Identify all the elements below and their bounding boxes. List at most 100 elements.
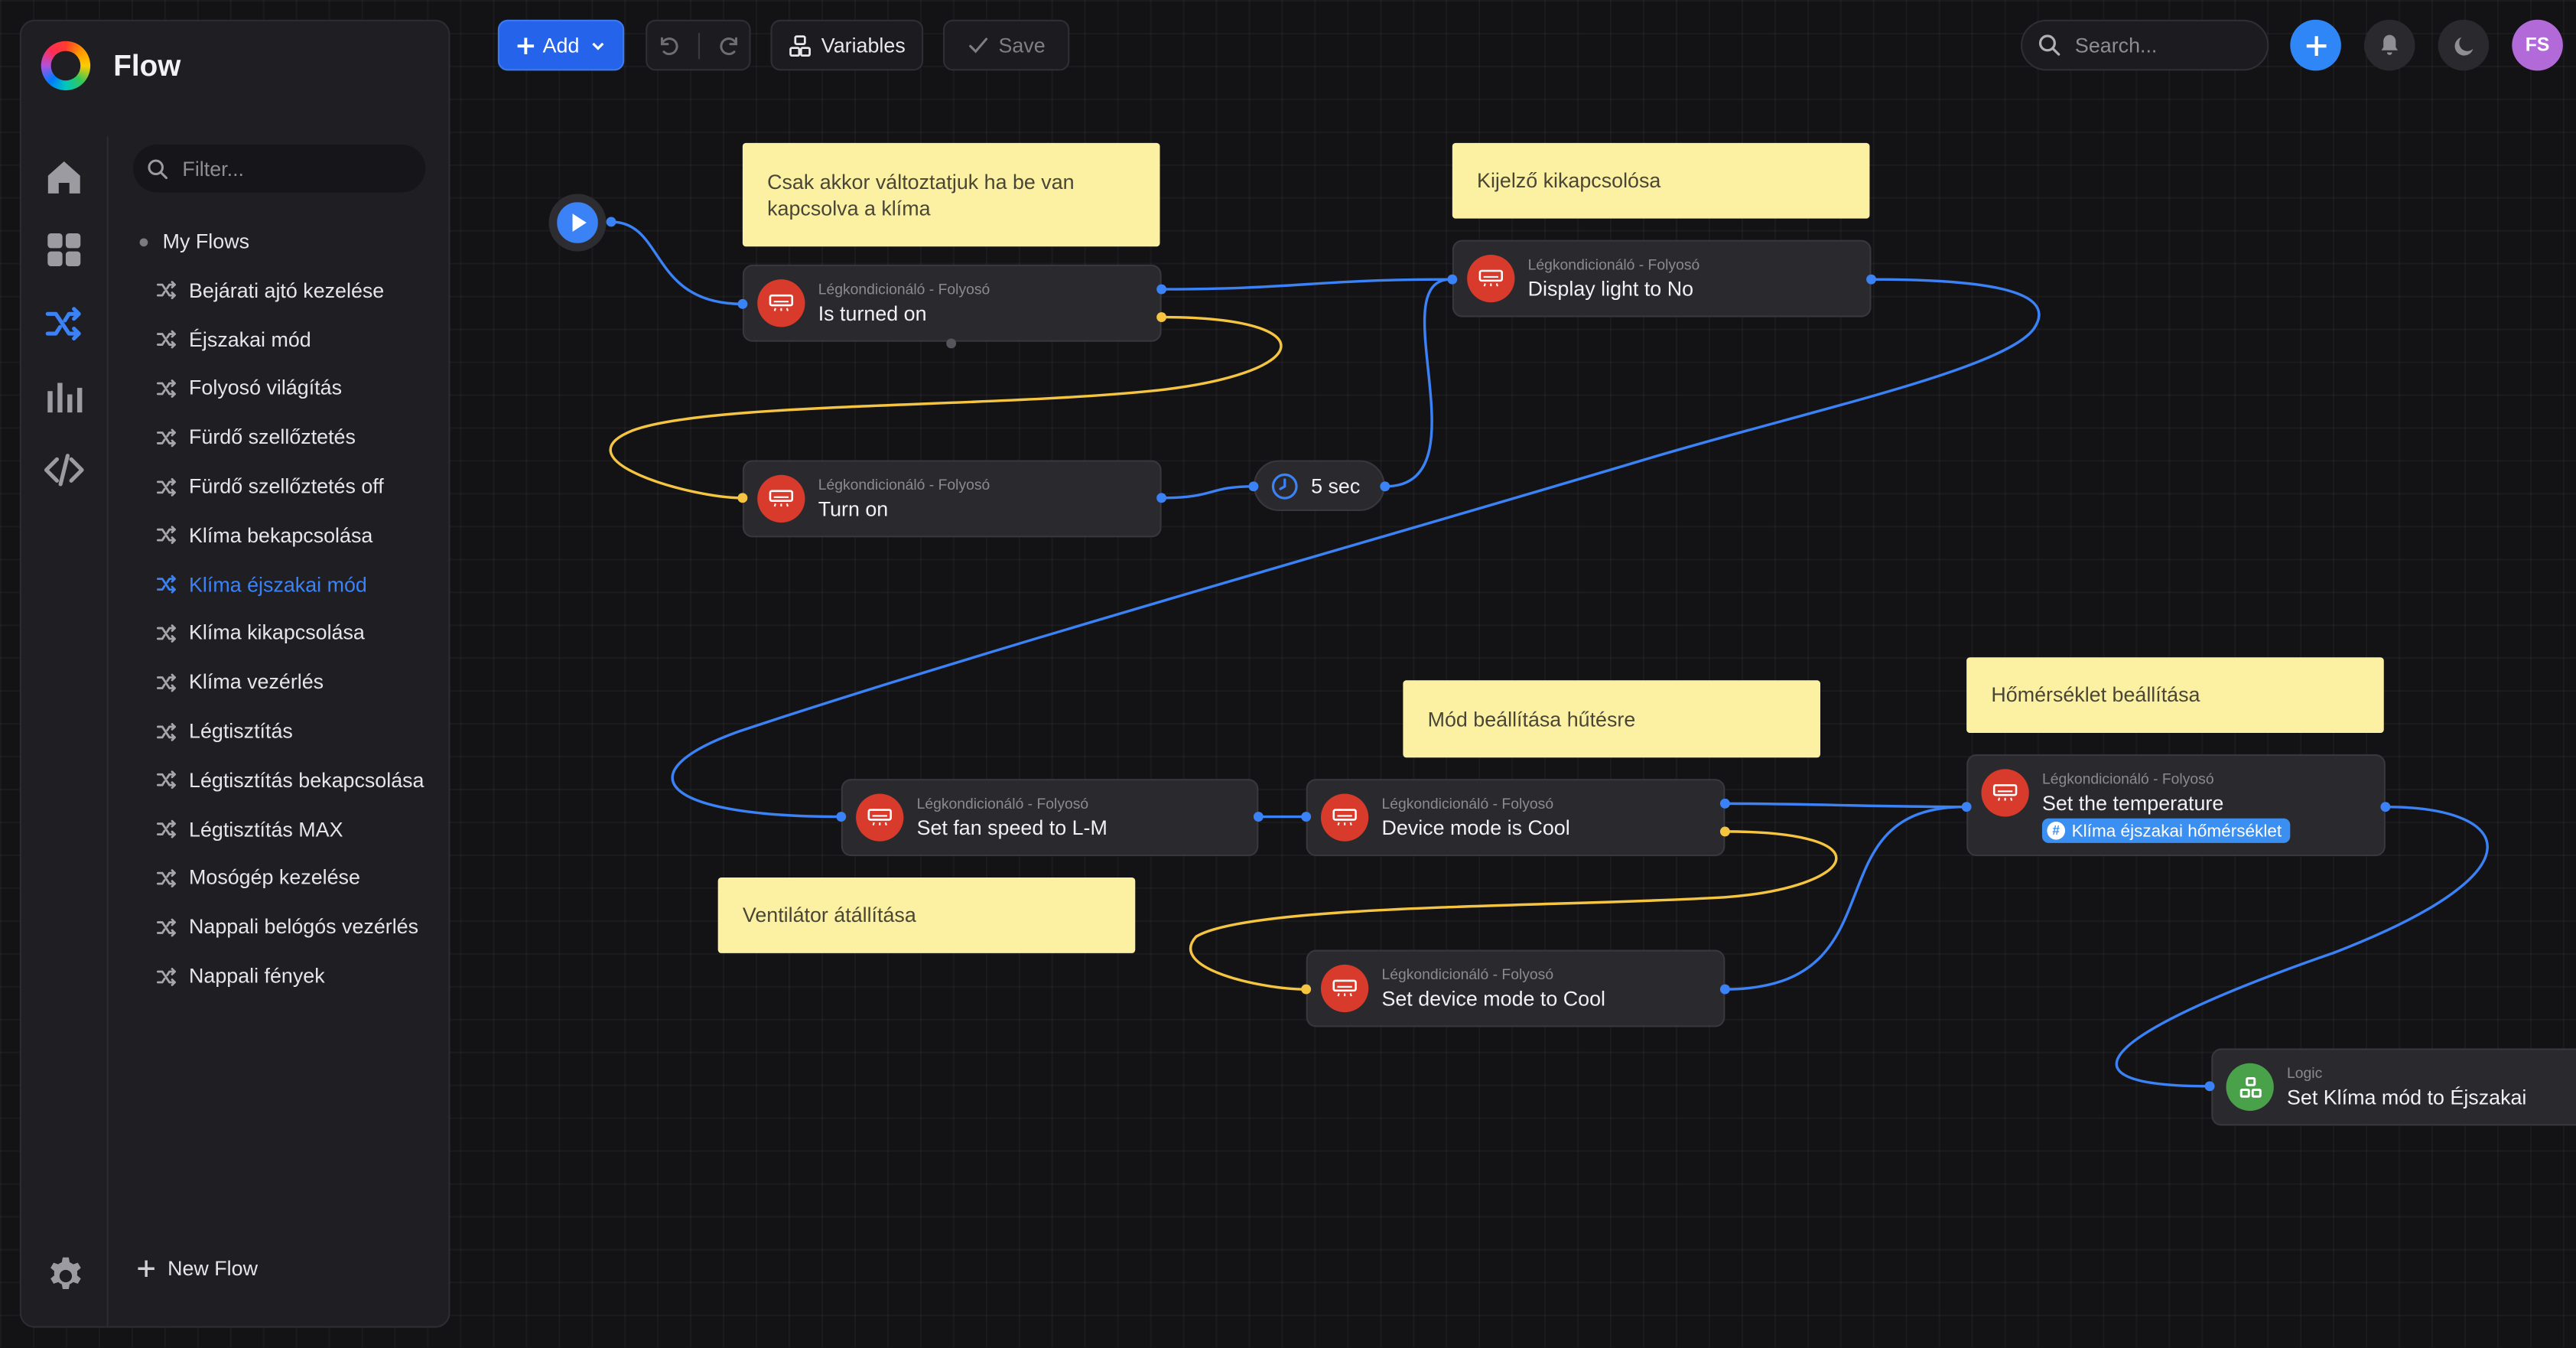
node-device-label: Légkondicionáló - Folyosó — [2041, 770, 2214, 787]
search-input[interactable] — [2071, 31, 2259, 59]
new-flow-button[interactable]: New Flow — [133, 1257, 258, 1280]
settings-icon[interactable] — [44, 1254, 87, 1305]
sidebar-flow-label: Légtisztítás bekapcsolása — [189, 768, 424, 793]
user-avatar[interactable]: FS — [2512, 19, 2563, 71]
variable-tag[interactable]: #Klíma éjszakai hőmérséklet — [2041, 818, 2290, 843]
undo-icon[interactable] — [656, 34, 679, 57]
save-button[interactable]: Save — [942, 19, 1070, 71]
sidebar-flow-item[interactable]: Fürdő szellőztetés — [133, 413, 439, 462]
logic-node-set-variable[interactable]: Logic Set Klíma mód to Éjszakai — [2211, 1048, 2576, 1126]
output-port-true[interactable] — [1156, 284, 1167, 295]
variables-icon — [789, 34, 811, 56]
theme-toggle-button[interactable] — [2438, 19, 2490, 71]
code-icon[interactable] — [43, 448, 86, 491]
output-port[interactable] — [606, 217, 616, 227]
output-port[interactable] — [1156, 493, 1167, 503]
nav-rail — [21, 136, 109, 1327]
comment-note[interactable]: Ventilátor átállítása — [717, 878, 1136, 953]
action-node-display-light[interactable]: Légkondicionáló - Folyosó Display light … — [1452, 239, 1872, 317]
flow-icon — [156, 624, 176, 643]
input-port[interactable] — [1248, 481, 1259, 492]
dashboard-icon[interactable] — [43, 229, 86, 272]
condition-node-device-mode[interactable]: Légkondicionáló - Folyosó Device mode is… — [1306, 779, 1725, 857]
search-icon — [148, 158, 168, 178]
undo-redo-group — [646, 19, 751, 71]
insights-icon[interactable] — [43, 375, 86, 418]
sidebar-flow-item[interactable]: Klíma éjszakai mód — [133, 560, 439, 609]
input-port[interactable] — [737, 298, 748, 309]
sidebar-flow-item[interactable]: Légtisztítás MAX — [133, 805, 439, 854]
output-port[interactable] — [1719, 984, 1730, 995]
variable-tag-label: Klíma éjszakai hőmérséklet — [2071, 820, 2282, 841]
sidebar-flow-item[interactable]: Fürdő szellőztetés off — [133, 462, 439, 511]
node-device-label: Légkondicionáló - Folyosó — [916, 795, 1089, 812]
output-port-true[interactable] — [1719, 798, 1730, 809]
input-port[interactable] — [737, 493, 748, 503]
sidebar-flow-label: Folyosó világítás — [189, 376, 343, 401]
home-icon[interactable] — [43, 156, 86, 199]
node-device-label: Légkondicionáló - Folyosó — [1381, 795, 1554, 812]
sidebar-flow-item[interactable]: Klíma kikapcsolása — [133, 609, 439, 658]
input-port[interactable] — [1961, 802, 1972, 812]
action-node-set-device-mode[interactable]: Légkondicionáló - Folyosó Set device mod… — [1306, 949, 1725, 1027]
flow-start-trigger[interactable] — [548, 194, 607, 252]
delay-node[interactable]: 5 sec — [1253, 460, 1385, 512]
output-port[interactable] — [1253, 812, 1264, 822]
delay-duration: 5 sec — [1311, 474, 1361, 497]
sidebar-flow-item[interactable]: Nappali belógós vezérlés — [133, 903, 439, 952]
node-title: Device mode is Cool — [1381, 816, 1570, 840]
output-port[interactable] — [2380, 802, 2391, 812]
wire-mode-false-to-set-mode — [1189, 830, 1838, 991]
sidebar-flow-label: Klíma éjszakai mód — [189, 572, 367, 597]
flow-icon — [156, 330, 176, 349]
action-node-fan-speed[interactable]: Légkondicionáló - Folyosó Set fan speed … — [841, 779, 1259, 857]
sidebar-flow-item[interactable]: Éjszakai mód — [133, 315, 439, 364]
output-port-false[interactable] — [1719, 826, 1730, 837]
input-port[interactable] — [1447, 274, 1458, 285]
chevron-down-icon — [591, 41, 603, 50]
wire-display-to-fan — [671, 278, 2041, 819]
bell-icon — [2381, 34, 2399, 55]
redo-icon[interactable] — [717, 34, 740, 57]
error-port[interactable] — [946, 338, 957, 349]
action-node-turn-on[interactable]: Légkondicionáló - Folyosó Turn on — [742, 460, 1162, 538]
notifications-button[interactable] — [2363, 19, 2415, 71]
sidebar-flow-item[interactable]: Légtisztítás bekapcsolása — [133, 756, 439, 805]
flow-icon[interactable] — [43, 302, 86, 345]
comment-note[interactable]: Kijelző kikapcsolósa — [1452, 142, 1870, 219]
output-port[interactable] — [1866, 274, 1877, 285]
output-port-false[interactable] — [1156, 312, 1167, 323]
sidebar-flow-item[interactable]: Klíma vezérlés — [133, 658, 439, 707]
variables-button[interactable]: Variables — [770, 19, 924, 71]
wire-is-on-to-display — [1161, 278, 1451, 291]
node-device-label: Logic — [2287, 1064, 2323, 1082]
create-button[interactable] — [2290, 19, 2341, 71]
sidebar-flow-item[interactable]: Mosógép kezelése — [133, 854, 439, 903]
flow-icon — [156, 820, 176, 838]
condition-node-is-turned-on[interactable]: Légkondicionáló - Folyosó Is turned on — [742, 264, 1162, 342]
output-port[interactable] — [1380, 481, 1390, 492]
input-port[interactable] — [836, 812, 847, 822]
input-port[interactable] — [2204, 1081, 2215, 1092]
add-button[interactable]: Add — [497, 19, 625, 71]
flow-icon — [156, 673, 176, 692]
sidebar-flow-item[interactable]: Folyosó világítás — [133, 364, 439, 413]
input-port[interactable] — [1301, 812, 1312, 822]
sidebar-flow-item[interactable]: Bejárati ajtó kezelése — [133, 266, 439, 315]
comment-note[interactable]: Csak akkor változtatjuk ha be van kapcso… — [742, 142, 1160, 247]
input-port[interactable] — [1301, 984, 1312, 995]
app-title: Flow — [113, 48, 181, 82]
flow-icon — [156, 282, 176, 300]
comment-note[interactable]: Hőmérséklet beállítása — [1966, 657, 2384, 734]
sidebar-flow-item[interactable]: Klíma bekapcsolása — [133, 511, 439, 560]
node-title: Set device mode to Cool — [1381, 987, 1606, 1011]
tree-folder-my-flows[interactable]: My Flows — [133, 225, 439, 258]
filter-input[interactable] — [179, 155, 399, 182]
sidebar-flow-item[interactable]: Nappali fények — [133, 952, 439, 1001]
sidebar-flow-item[interactable]: Légtisztítás — [133, 707, 439, 756]
comment-note[interactable]: Mód beállítása hűtésre — [1403, 680, 1820, 758]
node-title: Set fan speed to L-M — [916, 816, 1107, 840]
action-node-set-temperature[interactable]: Légkondicionáló - Folyosó Set the temper… — [1966, 754, 2386, 857]
